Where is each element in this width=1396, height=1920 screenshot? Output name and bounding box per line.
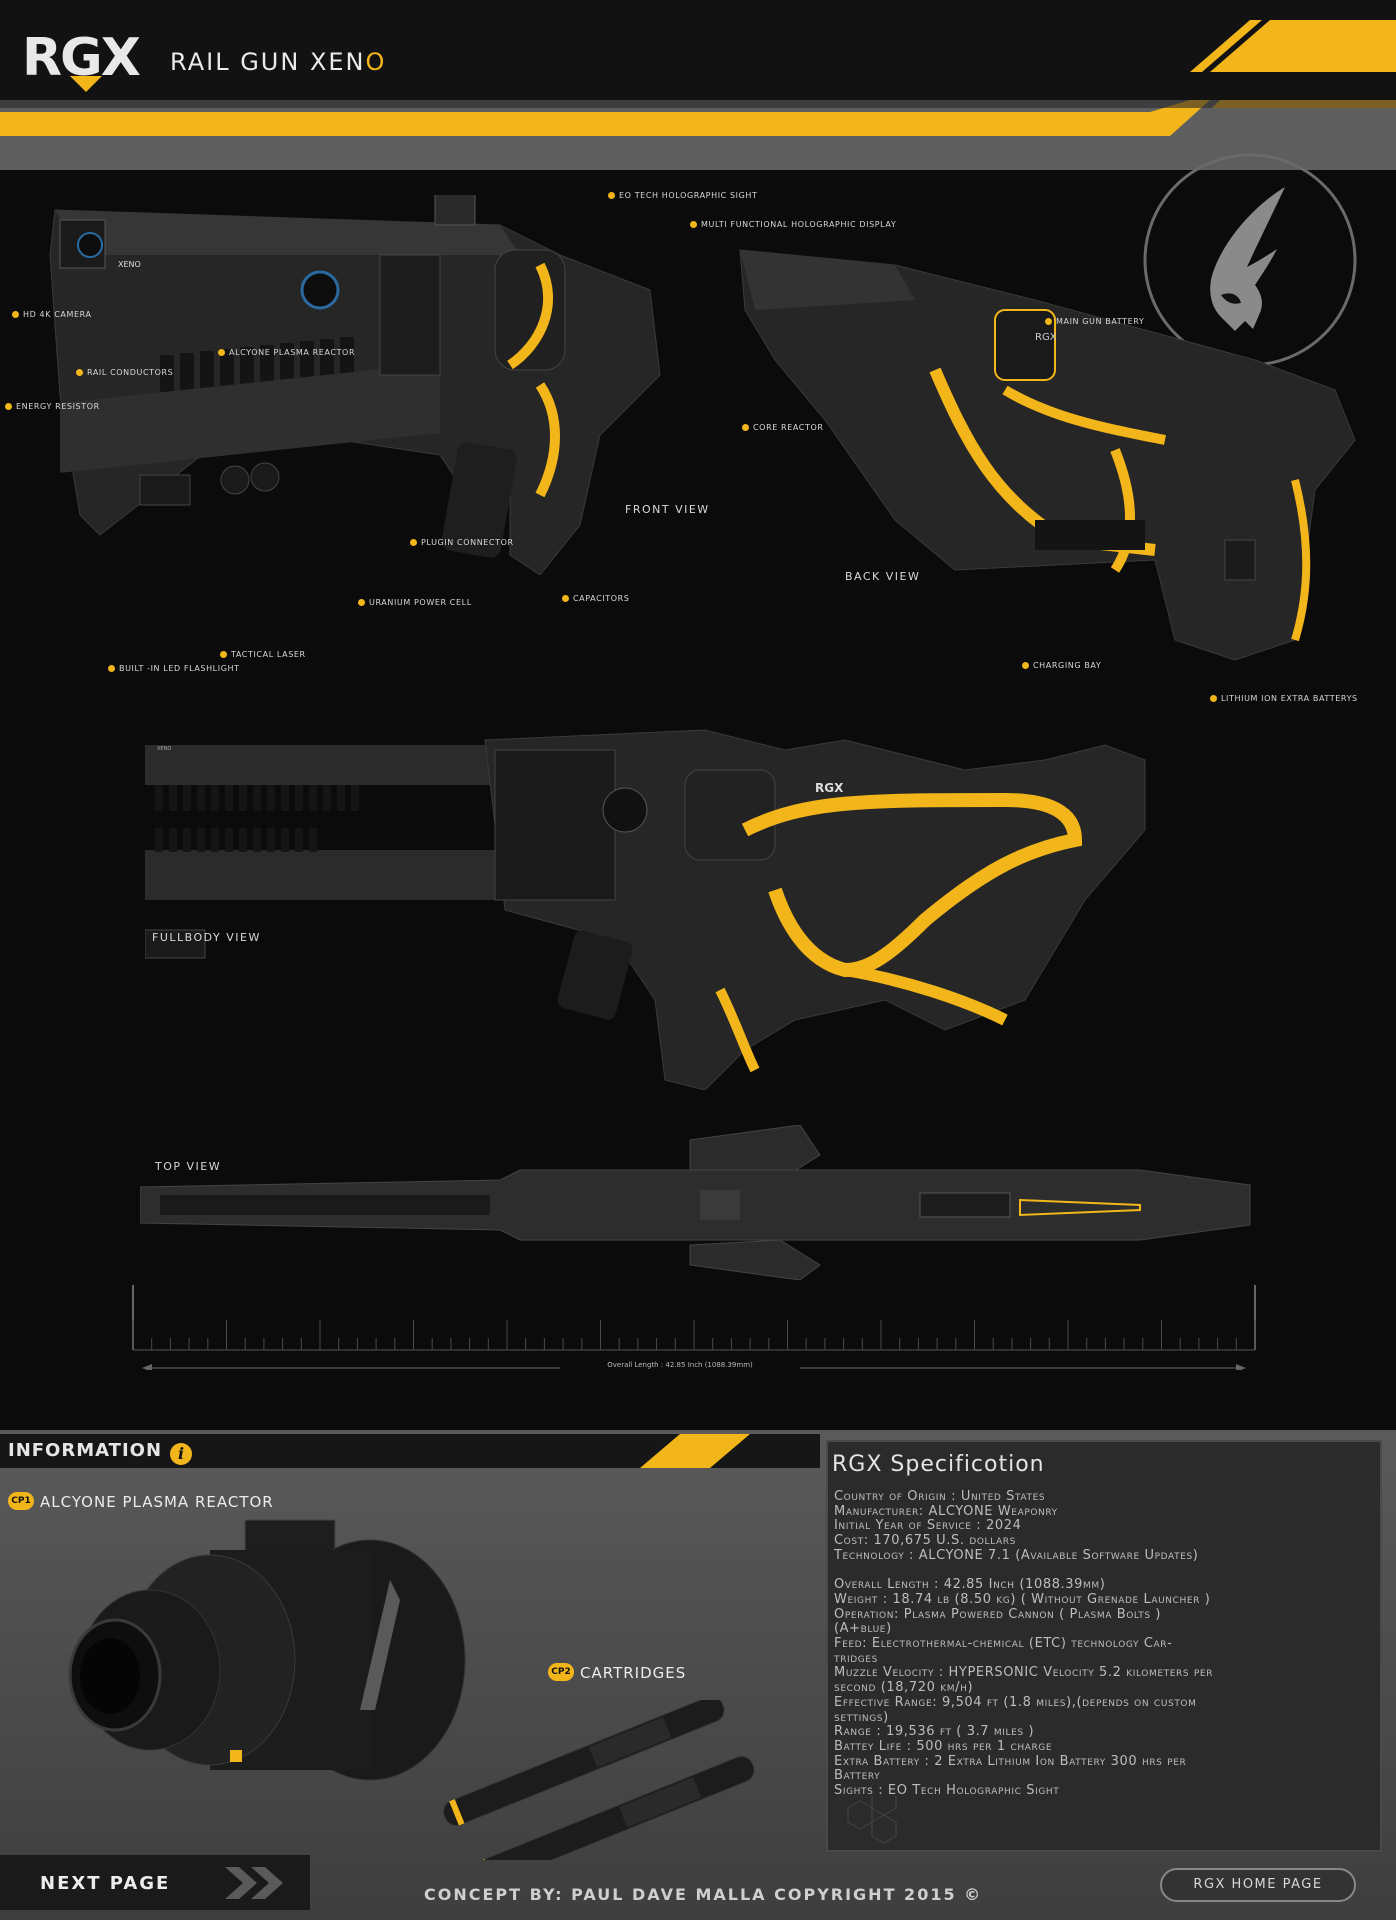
spec-line: Cost: 170,675 U.S. dollars [834,1533,1016,1549]
spec-line: Manufacturer: ALCYONE Weaponry [834,1503,1058,1519]
callout-uranium-power-cell: URANIUM POWER CELL [358,598,472,607]
cp2-title: CARTRIDGES [580,1664,687,1682]
callout-marker-icon [562,595,569,602]
ruler-label: Overall Length : 42.85 Inch (1088.39mm) [560,1361,800,1369]
header-top-band [0,0,1396,100]
callout-plugin-connector: PLUGIN CONNECTOR [410,538,514,547]
fullbody-gun-badge: RGX [815,781,844,795]
callout-charging-bay: CHARGING BAY [1022,661,1101,670]
callout-marker-icon [108,665,115,672]
plasma-reactor-render [68,1519,466,1781]
spec-line: Battery [834,1768,881,1784]
next-page-button[interactable] [0,1855,310,1910]
spec-line: Range : 19,536 ft ( 3.7 miles ) [834,1724,1035,1740]
spec-line: Overall Length : 42.85 Inch (1088.39mm) [834,1577,1106,1593]
specification-panel [826,1440,1382,1852]
callout-hd-camera: HD 4K CAMERA [12,310,92,319]
callout-tactical-laser: TACTICAL LASER [220,650,306,659]
spec-line: Country of Origin : United States [834,1489,1046,1504]
header-banner: RGX RAIL GUN XENO [0,0,1396,170]
back-view-gun-render: RGX [739,249,1356,660]
callout-marker-icon [608,192,615,199]
callout-marker-icon [742,424,749,431]
callout-marker-icon [358,599,365,606]
spec-line: Extra Battery : 2 Extra Lithium Ion Batt… [834,1753,1187,1769]
callout-marker-icon [1022,662,1029,669]
info-icon: i [170,1443,192,1465]
spec-line [834,1564,1374,1579]
callout-marker-icon [690,221,697,228]
callout-marker-icon [410,539,417,546]
callout-main-gun-battery: MAIN GUN BATTERY [1045,317,1144,326]
double-chevron-right-icon [225,1867,283,1899]
callout-core-reactor: CORE REACTOR [742,423,824,432]
front-view-label: FRONT VIEW [625,503,710,516]
callout-marker-icon [12,311,19,318]
cp2-badge: CP2 [548,1663,574,1681]
cartridges-render [443,1700,755,1860]
hexagon-decoration-icon [847,1796,897,1844]
length-ruler [132,1285,1256,1370]
spec-line: (A+blue) [834,1621,892,1637]
callout-marker-icon [220,651,227,658]
front-gun-badge: XENO [118,260,141,269]
home-page-button[interactable] [1160,1868,1356,1902]
page-title: RAIL GUN XENO [170,48,386,76]
callout-energy-resistor: ENERGY RESISTOR [5,402,100,411]
specification-title: RGX Specificotion [832,1452,1045,1477]
fullbody-view-label: FULLBODY VIEW [152,931,261,944]
info-bar-stripe [640,1434,750,1468]
specification-list: Country of Origin : United States Manufa… [834,1489,1374,1799]
header-stripes [0,20,1396,136]
callout-holographic-display: MULTI FUNCTIONAL HOLOGRAPHIC DISPLAY [690,220,896,229]
spec-line: Muzzle Velocity : HYPERSONIC Velocity 5.… [834,1665,1214,1681]
callout-marker-icon [76,369,83,376]
callout-marker-icon [5,403,12,410]
spec-line: Weight : 18.74 lb (8.50 kg) ( Without Gr… [834,1591,1211,1607]
cp1-title: ALCYONE PLASMA REACTOR [40,1493,274,1511]
title-accent: O [365,48,387,76]
next-page-label[interactable]: NEXT PAGE [40,1873,171,1894]
callout-eo-tech-sight: EO TECH HOLOGRAPHIC SIGHT [608,191,758,200]
callout-marker-icon [218,349,225,356]
callout-plasma-reactor: ALCYONE PLASMA REACTOR [218,348,355,357]
cp1-badge: CP1 [8,1492,34,1510]
barrel-tag: XENO [157,746,171,752]
spec-line: Effective Range: 9,504 ft (1.8 miles),(d… [834,1694,1197,1710]
top-view-gun-render [140,1125,1251,1280]
information-title: INFORMATION [8,1440,163,1461]
back-view-label: BACK VIEW [845,570,921,583]
logo-chevron-icon [70,76,102,92]
callout-lithium-batteries: LITHIUM ION EXTRA BATTERYS [1210,694,1358,703]
callout-marker-icon [1045,318,1052,325]
title-main: RAIL GUN XEN [170,48,366,76]
spec-line: Technology : ALCYONE 7.1 (Available Soft… [834,1547,1199,1563]
front-view-gun-render: XENO [49,195,661,575]
spec-line: Battey Life : 500 hrs per 1 charge [834,1738,1053,1754]
callout-rail-conductors: RAIL CONDUCTORS [76,368,173,377]
spec-line: tridges [834,1650,878,1666]
spec-line: Initial Year of Service : 2024 [834,1518,1022,1534]
footer-credit: CONCEPT BY: PAUL DAVE MALLA COPYRIGHT 20… [424,1885,983,1904]
callout-led-flashlight: BUILT -IN LED FLASHLIGHT [108,664,240,673]
top-view-label: TOP VIEW [155,1160,222,1173]
spec-line: second (18,720 km/h) [834,1680,974,1696]
callout-capacitors: CAPACITORS [562,594,629,603]
spec-line: settings) [834,1709,889,1725]
spec-line: Operation: Plasma Powered Cannon ( Plasm… [834,1606,1162,1622]
fullbody-view-gun-render: RGX XENO [145,729,1146,1090]
spec-line: Feed: Electrothermal-chemical (ETC) tech… [834,1636,1173,1652]
home-page-label[interactable]: RGX HOME PAGE [1193,1877,1323,1892]
spec-line: Sights : EO Tech Holographic Sight [834,1783,1060,1799]
callout-marker-icon [1210,695,1217,702]
back-gun-badge: RGX [1035,332,1057,343]
